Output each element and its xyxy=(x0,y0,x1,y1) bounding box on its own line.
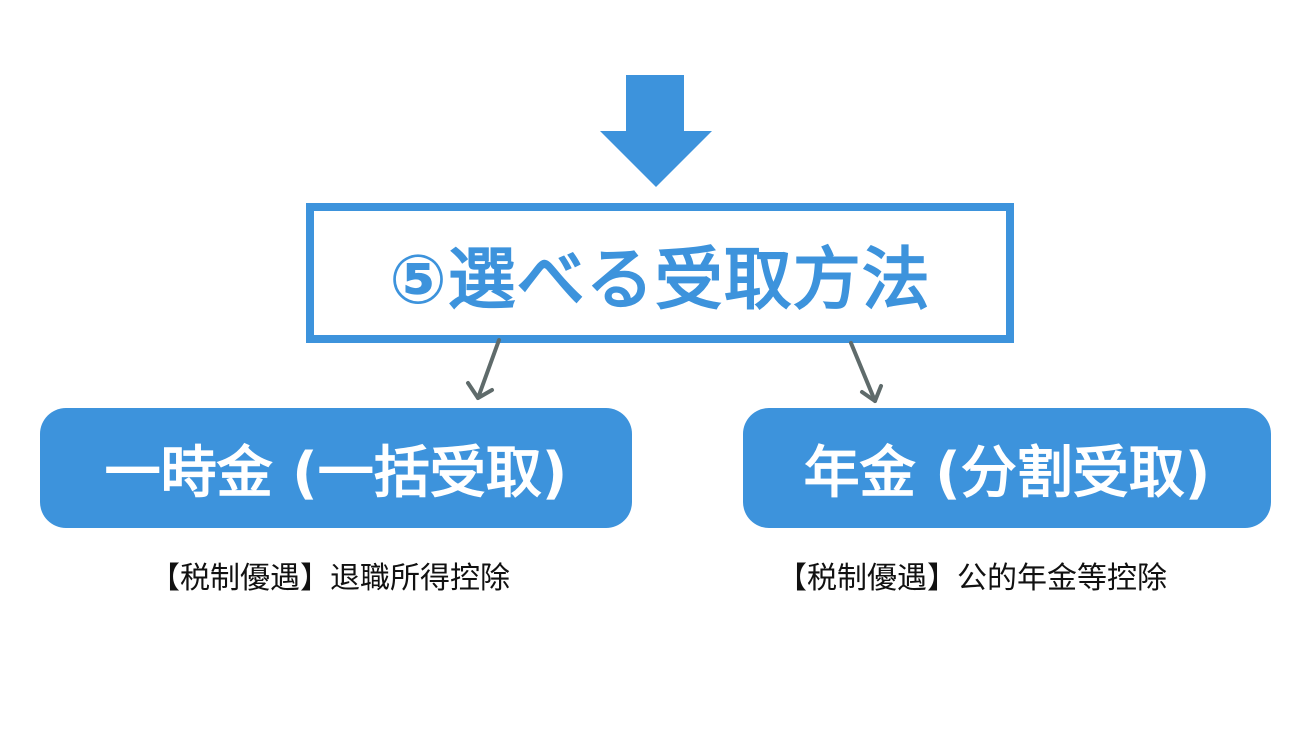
title-box: ⑤選べる受取方法 xyxy=(306,203,1014,343)
diagram-title: ⑤選べる受取方法 xyxy=(389,240,931,320)
pension-option: 年金 (分割受取) xyxy=(743,408,1271,528)
down-arrow-icon xyxy=(600,75,712,187)
lump-sum-caption: 【税制優遇】退職所得控除 xyxy=(150,561,510,596)
pension-caption: 【税制優遇】公的年金等控除 xyxy=(777,561,1167,596)
right-branch-arrow-icon xyxy=(849,341,883,403)
lump-sum-label: 一時金 (一括受取) xyxy=(104,440,568,506)
left-branch-arrow-icon xyxy=(466,338,501,400)
lump-sum-option: 一時金 (一括受取) xyxy=(40,408,632,528)
pension-label: 年金 (分割受取) xyxy=(803,440,1211,506)
